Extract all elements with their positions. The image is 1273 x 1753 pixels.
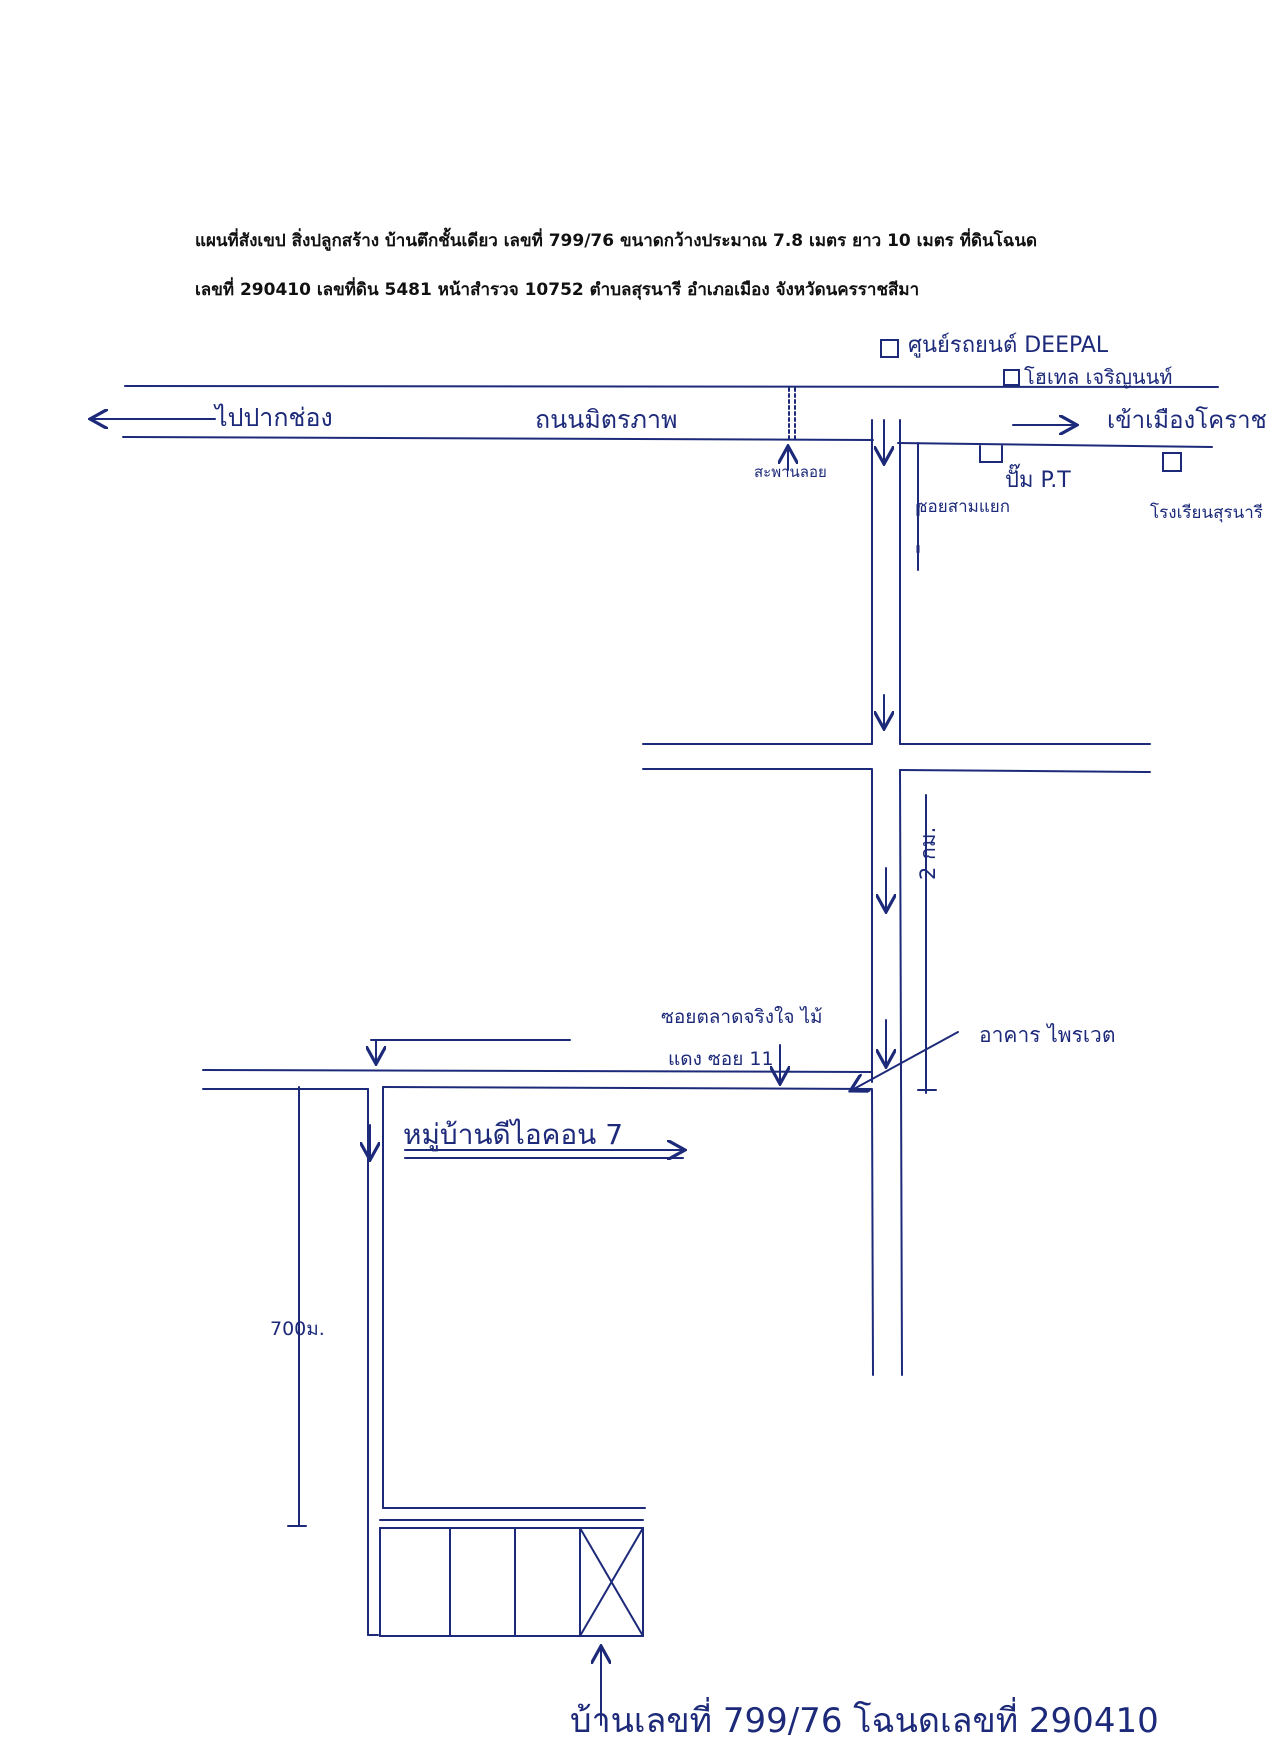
label-soi-mid-line-2: แดง ซอย 11	[668, 1048, 774, 1070]
village-soi-top-edge	[202, 1069, 873, 1073]
label-footbridge: สะพานลอย	[754, 463, 827, 481]
label-soi-entrance: ซอยสามแยก	[916, 497, 1010, 517]
pt-marker	[979, 445, 1003, 463]
label-deepal: ศูนย์รถยนต์ DEEPAL	[908, 333, 1109, 358]
school-marker	[1162, 452, 1182, 472]
main-road-bottom-edge-right	[897, 442, 1213, 448]
soi-right-edge-lower	[899, 769, 903, 1376]
target-house-cross	[579, 1527, 644, 1637]
deepal-marker	[880, 339, 899, 358]
main-road-bottom-edge-left	[122, 436, 874, 441]
cross-street-bottom-right	[899, 769, 1151, 773]
hotel-marker	[1003, 369, 1020, 386]
house-row	[379, 1527, 644, 1637]
label-school: โรงเรียนสุรนารี	[1150, 502, 1263, 523]
label-to-korat: เข้าเมืองโคราช	[1107, 406, 1267, 434]
label-road-main: ถนนมิตรภาพ	[535, 405, 677, 434]
label-temple: อาคาร ไพรเวต	[979, 1023, 1116, 1047]
header-title-line-2: เลขที่ 290410 เลขที่ดิน 5481 หน้าสำรวจ 1…	[195, 280, 920, 300]
label-village: หมู่บ้านดีไอคอน 7	[403, 1118, 623, 1152]
temple-pointer	[852, 1031, 959, 1090]
village-soi-bottom-edge-right	[382, 1086, 873, 1090]
soi-left-edge-lower	[871, 1089, 874, 1376]
header-title-line-1: แผนที่สังเขป สิ่งปลูกสร้าง บ้านตึกชั้นเด…	[195, 231, 1038, 251]
label-house: บ้านเลขที่ 799/76 โฉนดเลขที่ 290410	[570, 1697, 1159, 1741]
label-soi-mid-line-1: ซอยตลาดจริงใจ ไม้	[661, 1006, 823, 1028]
main-road-top-edge	[124, 385, 1219, 388]
label-to-pakchong: ไปปากช่อง	[213, 403, 333, 432]
label-hotel: โฮเทล เจริญนนท์	[1024, 365, 1172, 389]
label-distance-700m: 700ม.	[270, 1318, 325, 1340]
label-distance-2km: 2 กม.	[916, 827, 940, 880]
label-pt: ปั๊ม P.T	[1005, 463, 1071, 493]
